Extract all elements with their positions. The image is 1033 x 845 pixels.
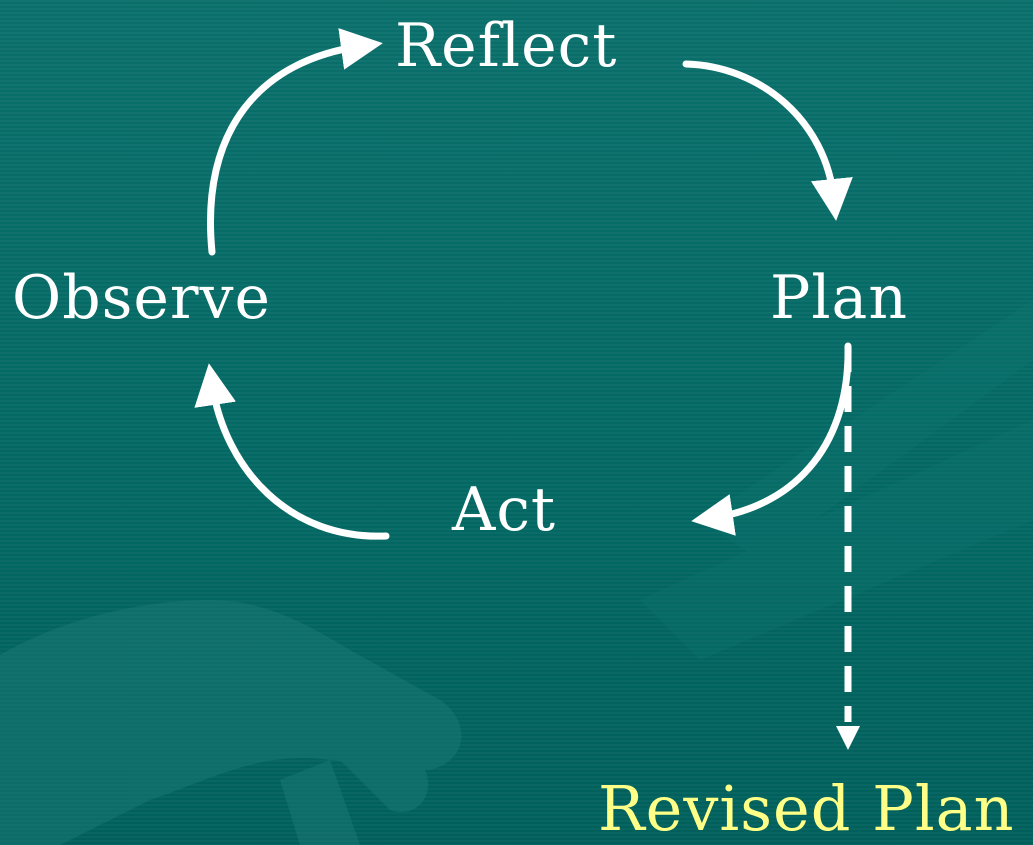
arrow-reflect-to-plan <box>682 60 853 221</box>
node-plan: Plan <box>770 263 908 333</box>
arrow-act-to-observe <box>194 363 390 540</box>
node-revised-plan: Revised Plan <box>598 772 1015 845</box>
node-act: Act <box>452 475 557 545</box>
node-reflect: Reflect <box>395 11 618 81</box>
arrow-observe-to-reflect <box>207 28 383 256</box>
arrow-plan-to-act <box>691 342 852 536</box>
node-observe: Observe <box>12 263 271 333</box>
arrowhead-revised-plan <box>836 726 860 750</box>
